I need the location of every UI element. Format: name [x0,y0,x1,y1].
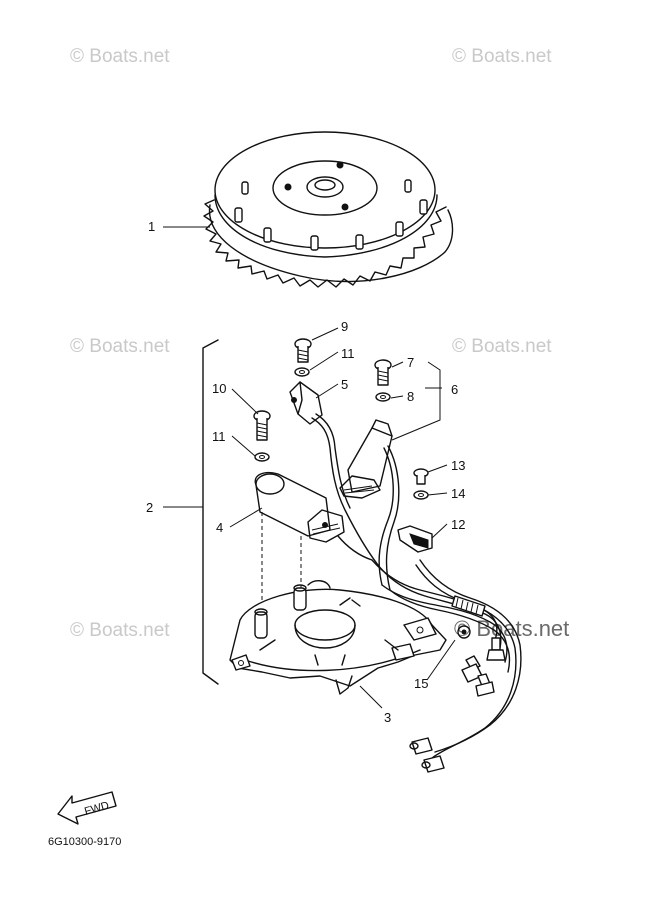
washer-11 [294,367,310,377]
clamp-12 [397,525,433,553]
callout-9: 9 [341,319,348,334]
watermark: © Boats.net [70,620,170,641]
washer-11 [254,452,270,462]
ignition-coil-4 [254,471,373,620]
screw-9 [294,338,312,363]
callout-15: 15 [414,676,428,691]
callout-leaders [163,226,456,709]
callout-2: 2 [146,500,153,515]
watermark: © Boats.net [452,336,552,357]
screw-10 [253,410,271,441]
washer-14 [413,490,429,500]
diagram-code: 6G10300-9170 [48,836,121,848]
screw-7 [374,359,392,386]
stator-base-3 [229,580,447,695]
washer-8 [375,392,391,402]
watermark: © Boats.net [70,46,170,67]
wire-harness [371,559,522,773]
callout-8: 8 [407,389,414,404]
callout-6: 6 [451,382,458,397]
callout-11-lower: 11 [212,429,226,444]
callout-11-upper: 11 [341,346,355,361]
watermark: © Boats.net [70,336,170,357]
pulser-coil-5 [289,381,379,566]
callout-5: 5 [341,377,348,392]
callout-12: 12 [451,517,465,532]
callout-3: 3 [384,710,391,725]
charge-coil-6 [339,419,400,591]
callout-13: 13 [451,458,465,473]
callout-1: 1 [148,219,155,234]
callout-4: 4 [216,520,223,535]
screw-13 [413,468,429,485]
flywheel [203,131,454,288]
watermark: © Boats.net [452,46,552,67]
fwd-arrow-icon: FWD [57,791,117,825]
callout-7: 7 [407,355,414,370]
callout-14: 14 [451,486,465,501]
callout-10: 10 [212,381,226,396]
group-bracket [202,339,219,685]
